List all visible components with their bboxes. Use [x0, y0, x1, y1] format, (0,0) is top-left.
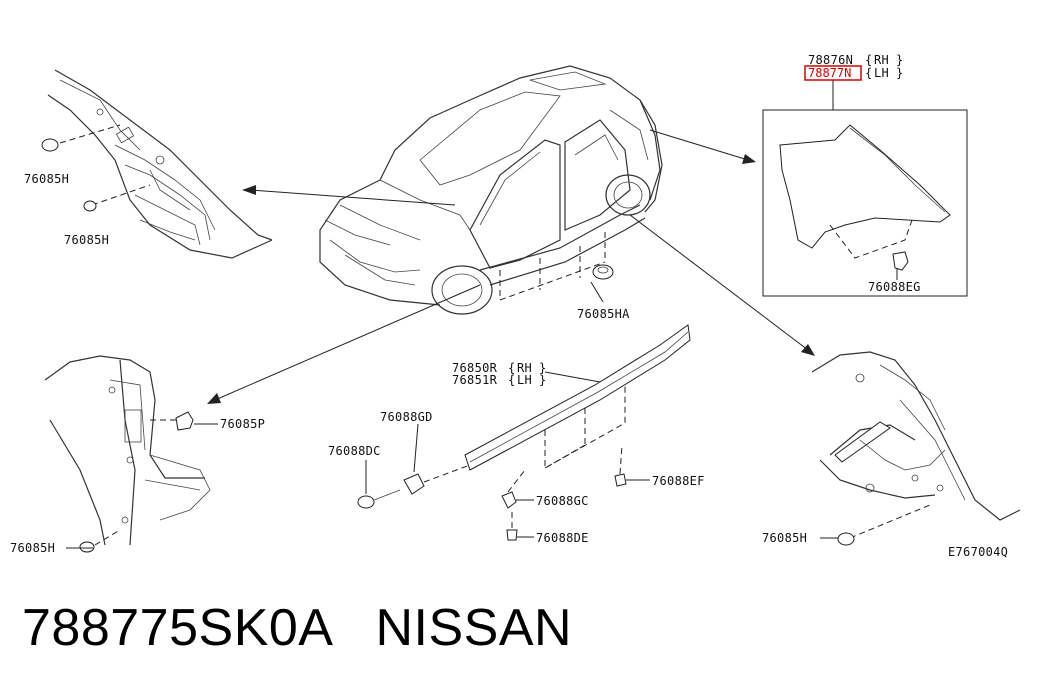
- leader-lines: [66, 268, 898, 549]
- car-illustration: [319, 65, 663, 315]
- label-78877N-side: LH: [874, 66, 889, 80]
- label-76088DE: 76088DE: [536, 531, 589, 545]
- pointer-arrows: [207, 129, 815, 404]
- label-78876N-side: RH: [874, 53, 889, 67]
- label-76085H-b: 76085H: [64, 233, 109, 247]
- part-number: 788775SK0A: [22, 599, 331, 657]
- label-76088EG: 76088EG: [868, 280, 921, 294]
- bracket-close-sill-top: }: [539, 361, 546, 375]
- label-76085H-a: 76085H: [24, 172, 69, 186]
- bracket-close-top: }: [896, 53, 903, 67]
- bracket-close-bottom: }: [896, 66, 903, 80]
- label-76850R: 76850R: [452, 361, 498, 375]
- label-78876N: 78876N: [808, 53, 853, 67]
- label-76088GD: 76088GD: [380, 410, 433, 424]
- inset-top-left: [41, 69, 273, 259]
- label-76851R-side: LH: [517, 373, 532, 387]
- label-76085HA: 76085HA: [577, 307, 630, 321]
- diagram-code: E767004Q: [948, 545, 1008, 559]
- label-76850R-side: RH: [517, 361, 532, 375]
- label-76088EF: 76088EF: [652, 474, 705, 488]
- label-76085P: 76085P: [220, 417, 265, 431]
- brand-name: NISSAN: [375, 599, 573, 657]
- label-76851R: 76851R: [452, 373, 498, 387]
- part-caption: 788775SK0A NISSAN: [22, 598, 572, 658]
- bracket-open-bottom: {: [865, 66, 872, 80]
- inset-bottom-right: [811, 351, 1021, 546]
- label-78877N-highlighted: 78877N: [808, 66, 851, 80]
- label-76088DC: 76088DC: [328, 444, 381, 458]
- label-76085H-c: 76085H: [10, 541, 55, 555]
- label-76088GC: 76088GC: [536, 494, 589, 508]
- bracket-close-sill-bottom: }: [539, 373, 546, 387]
- bracket-open-top: {: [865, 53, 872, 67]
- sill-molding: [357, 324, 691, 541]
- inset-bottom-left: [44, 355, 211, 553]
- label-76085H-d: 76085H: [762, 531, 807, 545]
- inset-top-right: [762, 65, 968, 297]
- bracket-open-sill-bottom: {: [508, 373, 515, 387]
- bracket-open-sill-top: {: [508, 361, 515, 375]
